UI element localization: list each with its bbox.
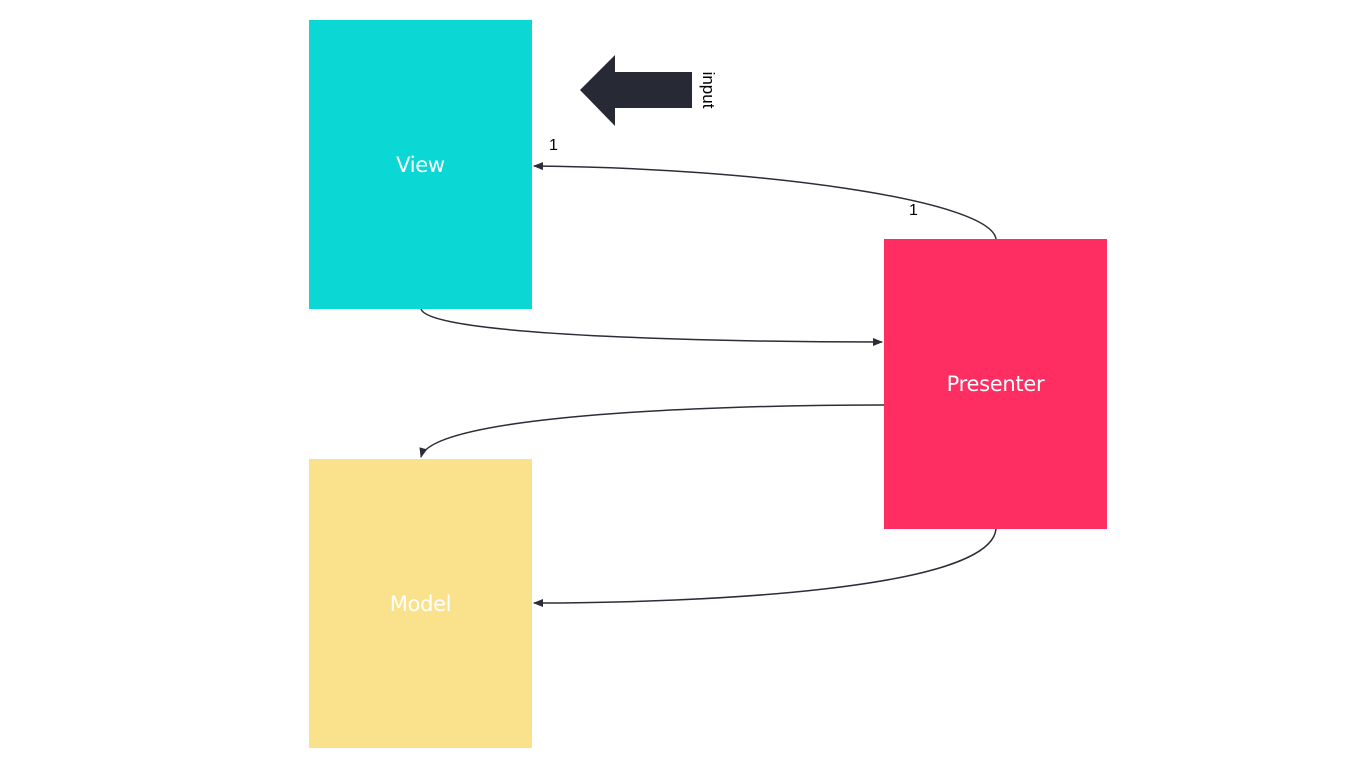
multiplicity-view-end: 1 [549,137,558,154]
edge-presenter-to-model-top [419,404,885,458]
edge-view-to-presenter [420,308,883,346]
presenter-node: Presenter [884,239,1107,529]
edge-presenter-to-view [533,162,997,240]
view-node: View [309,20,532,309]
input-label: input [699,71,718,109]
view-node-label: View [396,152,445,177]
block-arrow-left-icon [580,55,692,126]
model-node: Model [309,459,532,748]
model-node-label: Model [389,591,452,616]
edge-presenter-to-model-side [533,528,997,607]
multiplicity-presenter-end: 1 [909,202,918,219]
presenter-node-label: Presenter [946,372,1045,396]
